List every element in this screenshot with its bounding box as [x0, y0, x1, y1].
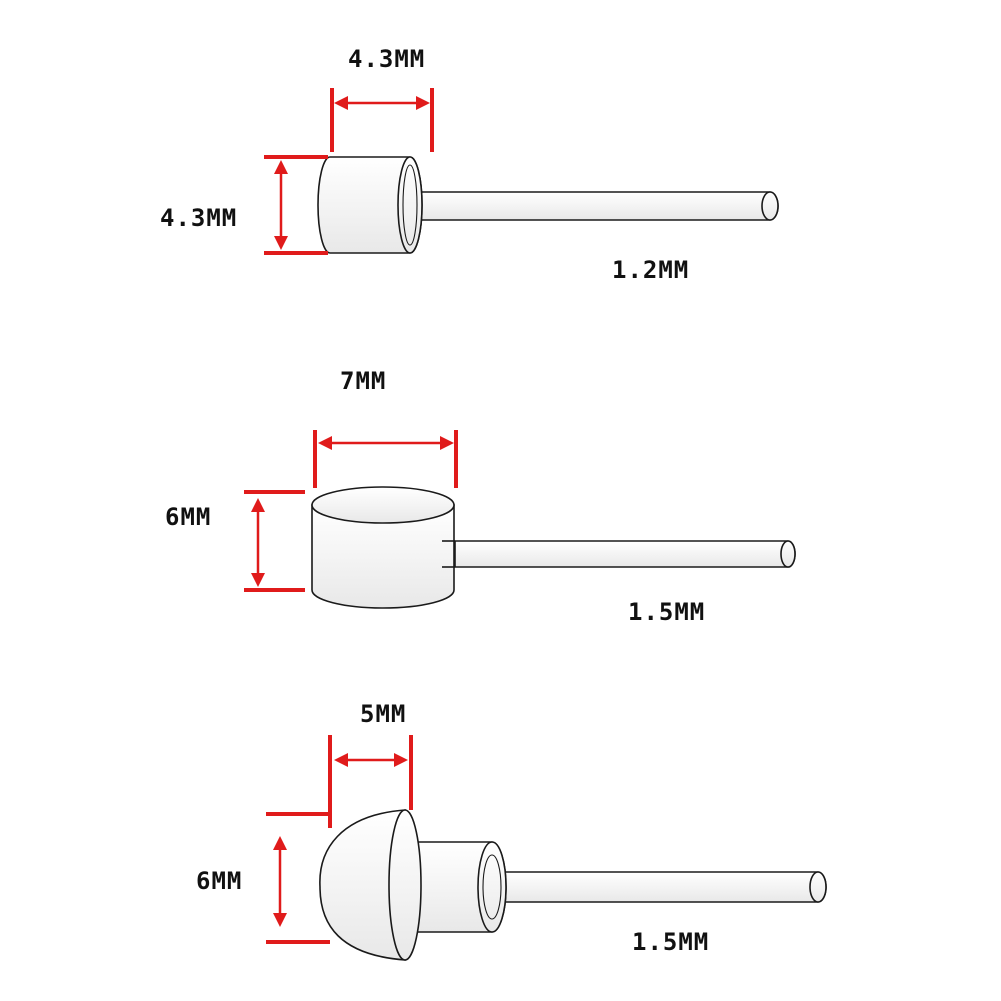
- nipple-2-cable: [454, 540, 796, 568]
- nipple-3-height-label: 6MM: [196, 867, 243, 895]
- nipple-3-dome: [319, 809, 406, 961]
- nipple-3-dimensions: [266, 735, 413, 944]
- nipple-3-drawing: [319, 809, 827, 961]
- nipple-2-width-label: 7MM: [340, 367, 387, 395]
- nipple-1-cable: [419, 191, 779, 221]
- nipple-2-drawing: [311, 486, 796, 609]
- nipple-3-width-label: 5MM: [360, 700, 407, 728]
- nipple-3-cable-label: 1.5MM: [632, 928, 710, 956]
- nipple-2-head: [311, 504, 455, 609]
- nipple-2-height-label: 6MM: [165, 503, 212, 531]
- nipple-3-cable: [493, 871, 827, 903]
- nipple-1-drawing: [317, 156, 779, 254]
- nipple-2-cable-label: 1.5MM: [628, 598, 706, 626]
- nipple-2-dimensions: [244, 430, 458, 592]
- nipple-1-cable-label: 1.2MM: [612, 256, 690, 284]
- nipple-1-width-label: 4.3MM: [348, 45, 426, 73]
- nipple-1-dimensions: [264, 88, 434, 255]
- nipple-1-height-label: 4.3MM: [160, 204, 238, 232]
